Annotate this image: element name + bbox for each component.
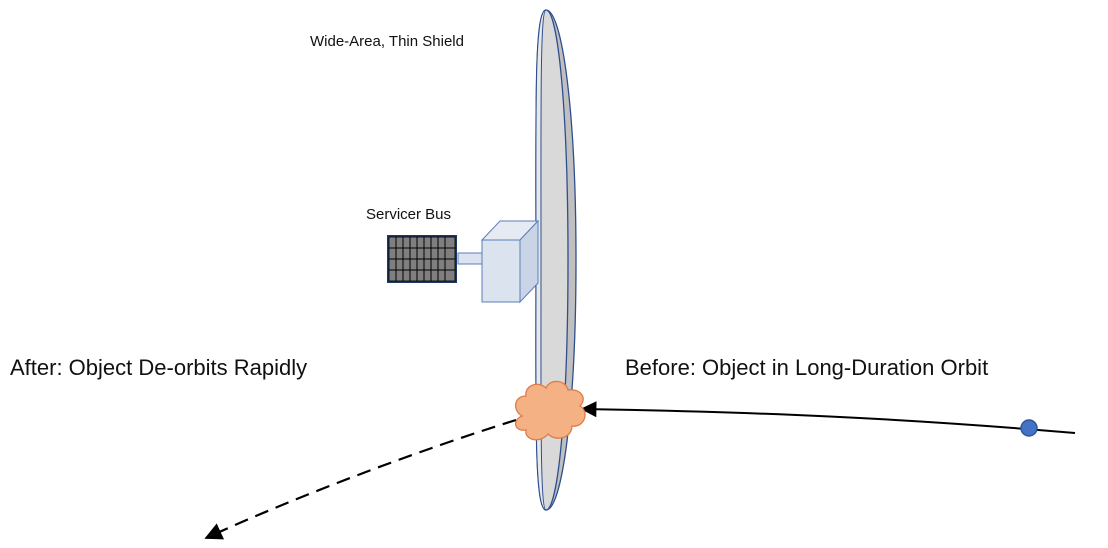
panel-boom: [457, 252, 483, 265]
solar-panel-icon: [387, 235, 457, 283]
debris-cloud-icon: [515, 380, 586, 441]
incoming-trajectory: [580, 401, 1076, 434]
deorbit-trajectory: [204, 418, 517, 540]
shield-label: Wide-Area, Thin Shield: [310, 33, 464, 50]
bus-front-face: [481, 239, 521, 303]
servicer-bus-label: Servicer Bus: [366, 206, 452, 223]
orbiting-object-icon: [1020, 419, 1038, 437]
before-label: Before: Object in Long-Duration Orbit: [625, 355, 989, 380]
after-label: After: Object De-orbits Rapidly: [10, 355, 308, 380]
servicer-bus: [480, 219, 540, 304]
